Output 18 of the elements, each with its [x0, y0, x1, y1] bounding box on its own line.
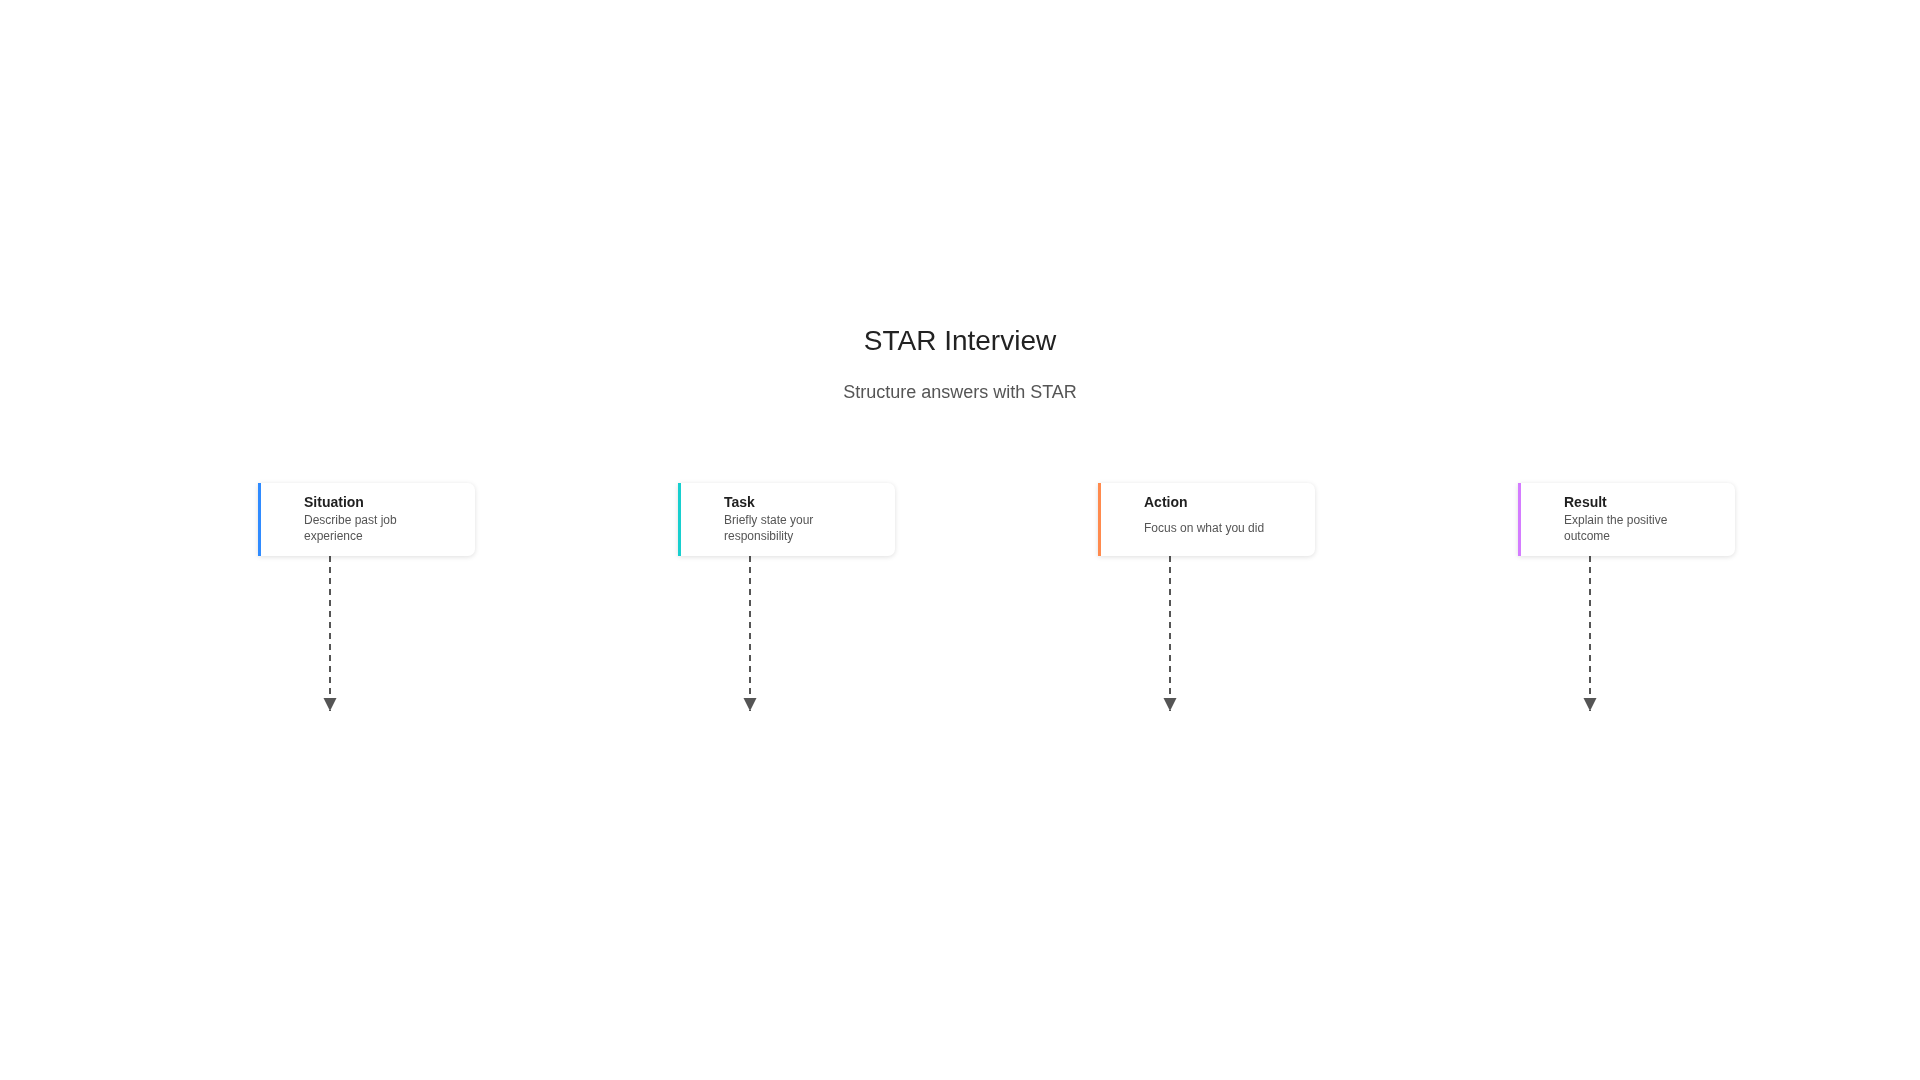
- dashed-arrow: [1583, 555, 1597, 712]
- subtitle: Structure answers with STAR: [843, 382, 1077, 402]
- step-card: [1518, 483, 1735, 556]
- card-title: Result: [1564, 493, 1607, 511]
- card-title: Situation: [304, 493, 364, 511]
- dashed-arrow: [743, 555, 757, 712]
- card-title: Action: [1144, 493, 1188, 511]
- card-description: Focus on what you did: [1144, 520, 1265, 536]
- diagram-title: STAR Interview: [863, 325, 1057, 356]
- step-card: [1098, 483, 1315, 556]
- card-description: Briefly state your responsibility: [724, 512, 815, 544]
- card-description: Describe past job experience: [304, 512, 398, 544]
- dashed-arrow: [1163, 555, 1177, 712]
- step-card: [258, 483, 475, 556]
- step-card: [678, 483, 895, 556]
- card-title: Task: [724, 493, 755, 511]
- card-description: Explain the positive outcome: [1564, 512, 1669, 544]
- dashed-arrow: [323, 555, 337, 712]
